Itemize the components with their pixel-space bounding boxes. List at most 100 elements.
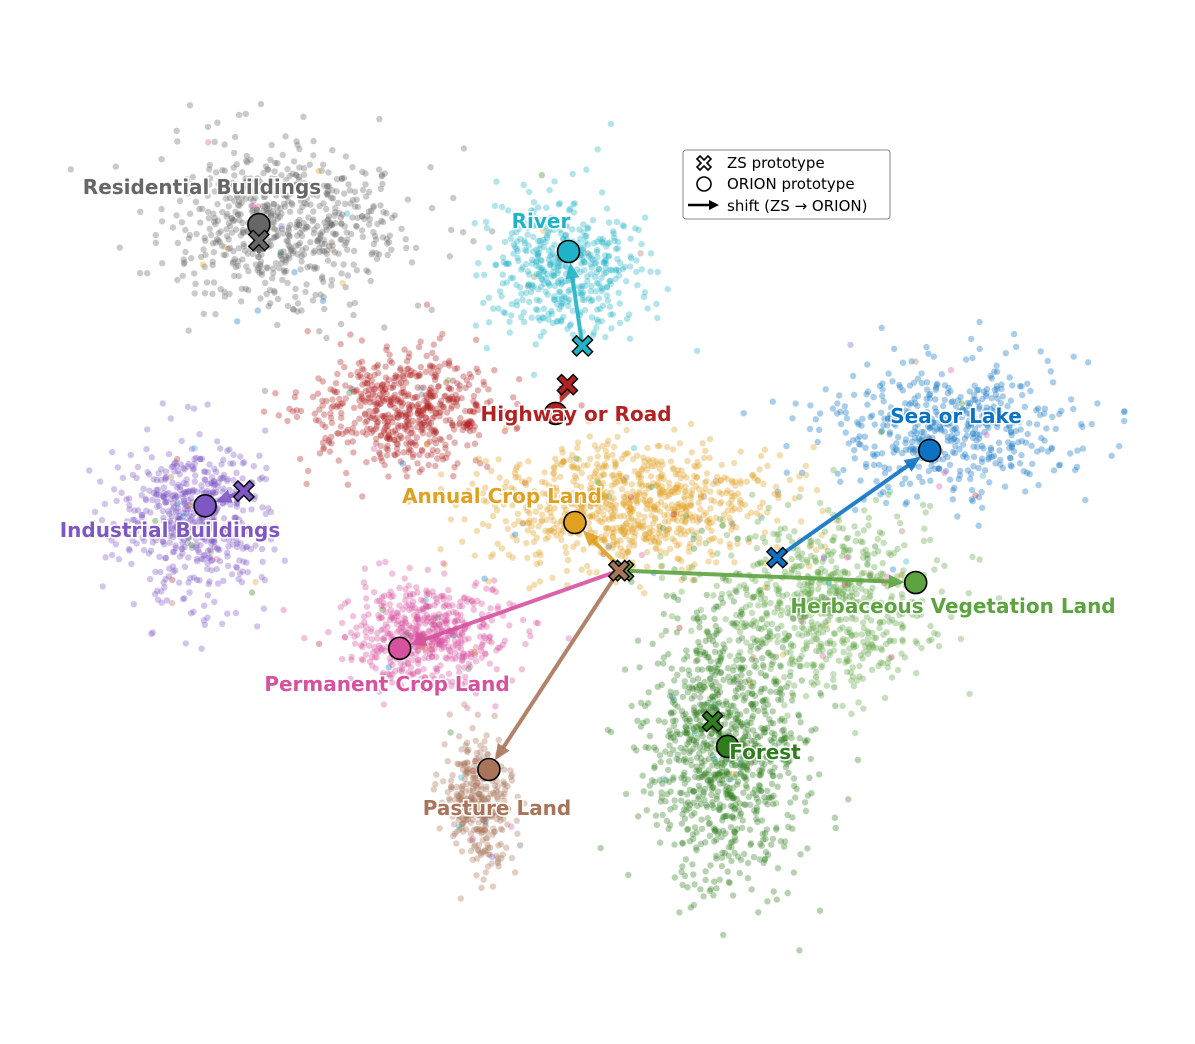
- embedding-point: [616, 319, 624, 327]
- embedding-point: [632, 225, 639, 232]
- embedding-point: [516, 461, 523, 468]
- embedding-point: [581, 306, 589, 314]
- embedding-point: [240, 240, 247, 248]
- embedding-point: [323, 226, 330, 233]
- embedding-point: [281, 192, 288, 199]
- embedding-point: [185, 235, 193, 242]
- embedding-point: [300, 251, 308, 258]
- embedding-point: [268, 213, 275, 220]
- embedding-point: [586, 569, 593, 576]
- embedding-point: [372, 236, 380, 243]
- embedding-point: [278, 210, 285, 217]
- embedding-point: [356, 415, 363, 422]
- embedding-point: [882, 640, 890, 648]
- embedding-point: [487, 398, 494, 405]
- embedding-point: [1043, 425, 1050, 432]
- embedding-point: [581, 239, 589, 246]
- embedding-point: [515, 225, 523, 232]
- embedding-point: [705, 524, 712, 531]
- embedding-point: [181, 500, 188, 507]
- embedding-point: [743, 478, 750, 485]
- embedding-point: [294, 218, 301, 226]
- embedding-point: [431, 602, 438, 609]
- embedding-point: [239, 169, 246, 176]
- embedding-point: [376, 451, 384, 458]
- embedding-point: [330, 261, 337, 268]
- embedding-point: [914, 375, 922, 382]
- embedding-point: [585, 295, 593, 302]
- embedding-point: [331, 249, 339, 256]
- embedding-point: [200, 246, 207, 253]
- embedding-point: [565, 277, 572, 284]
- embedding-point: [405, 401, 412, 408]
- embedding-point: [587, 251, 594, 258]
- embedding-point: [946, 476, 954, 483]
- embedding-point: [776, 452, 783, 459]
- embedding-point: [726, 544, 734, 551]
- embedding-point: [293, 181, 300, 189]
- embedding-point: [987, 444, 995, 452]
- embedding-point: [193, 230, 200, 238]
- embedding-point: [533, 246, 540, 253]
- embedding-point: [558, 295, 566, 302]
- embedding-point: [593, 280, 601, 287]
- embedding-point: [387, 398, 394, 405]
- embedding-point: [194, 185, 201, 192]
- embedding-point: [115, 556, 123, 563]
- embedding-point: [1121, 417, 1128, 425]
- embedding-point: [607, 277, 614, 285]
- embedding-point: [209, 261, 216, 269]
- embedding-point: [220, 485, 227, 492]
- embedding-point: [861, 433, 869, 440]
- embedding-point: [577, 235, 584, 242]
- embedding-point: [1050, 467, 1058, 474]
- embedding-point: [714, 550, 721, 557]
- embedding-point: [728, 552, 735, 559]
- embedding-point: [243, 263, 250, 270]
- embedding-point: [243, 179, 250, 186]
- embedding-point: [647, 250, 655, 257]
- embedding-point: [546, 261, 553, 268]
- embedding-point: [1029, 460, 1036, 468]
- embedding-point: [713, 582, 720, 590]
- embedding-point: [885, 465, 893, 472]
- embedding-point: [416, 451, 423, 458]
- embedding-point: [885, 370, 892, 377]
- embedding-point: [851, 455, 858, 462]
- embedding-point: [514, 247, 521, 255]
- embedding-point: [588, 282, 595, 290]
- embedding-point: [495, 456, 502, 463]
- embedding-point: [504, 260, 512, 267]
- embedding-point: [207, 231, 215, 239]
- embedding-point: [542, 238, 549, 246]
- embedding-point: [338, 175, 346, 182]
- embedding-point: [316, 328, 323, 335]
- embedding-point: [954, 437, 961, 444]
- embedding-point: [288, 189, 296, 196]
- embedding-point: [337, 423, 345, 430]
- embedding-point: [126, 506, 133, 513]
- embedding-point: [949, 496, 956, 503]
- embedding-point: [243, 157, 250, 165]
- embedding-point: [549, 245, 556, 252]
- embedding-point: [603, 284, 611, 291]
- embedding-point: [180, 465, 187, 472]
- embedding-point: [1002, 350, 1009, 357]
- embedding-point: [366, 188, 373, 196]
- embedding-point: [334, 401, 341, 408]
- embedding-point: [340, 174, 348, 182]
- embedding-point: [552, 455, 559, 462]
- embedding-point: [697, 506, 704, 513]
- embedding-point: [665, 479, 673, 486]
- embedding-point: [684, 457, 691, 465]
- embedding-point: [460, 145, 468, 152]
- embedding-point: [406, 590, 414, 598]
- embedding-point: [397, 365, 404, 372]
- embedding-point: [201, 476, 208, 483]
- embedding-point: [623, 474, 630, 481]
- embedding-point: [345, 181, 352, 188]
- embedding-point: [496, 288, 504, 295]
- embedding-point: [635, 511, 643, 518]
- embedding-point: [600, 259, 607, 266]
- embedding-point: [923, 386, 931, 393]
